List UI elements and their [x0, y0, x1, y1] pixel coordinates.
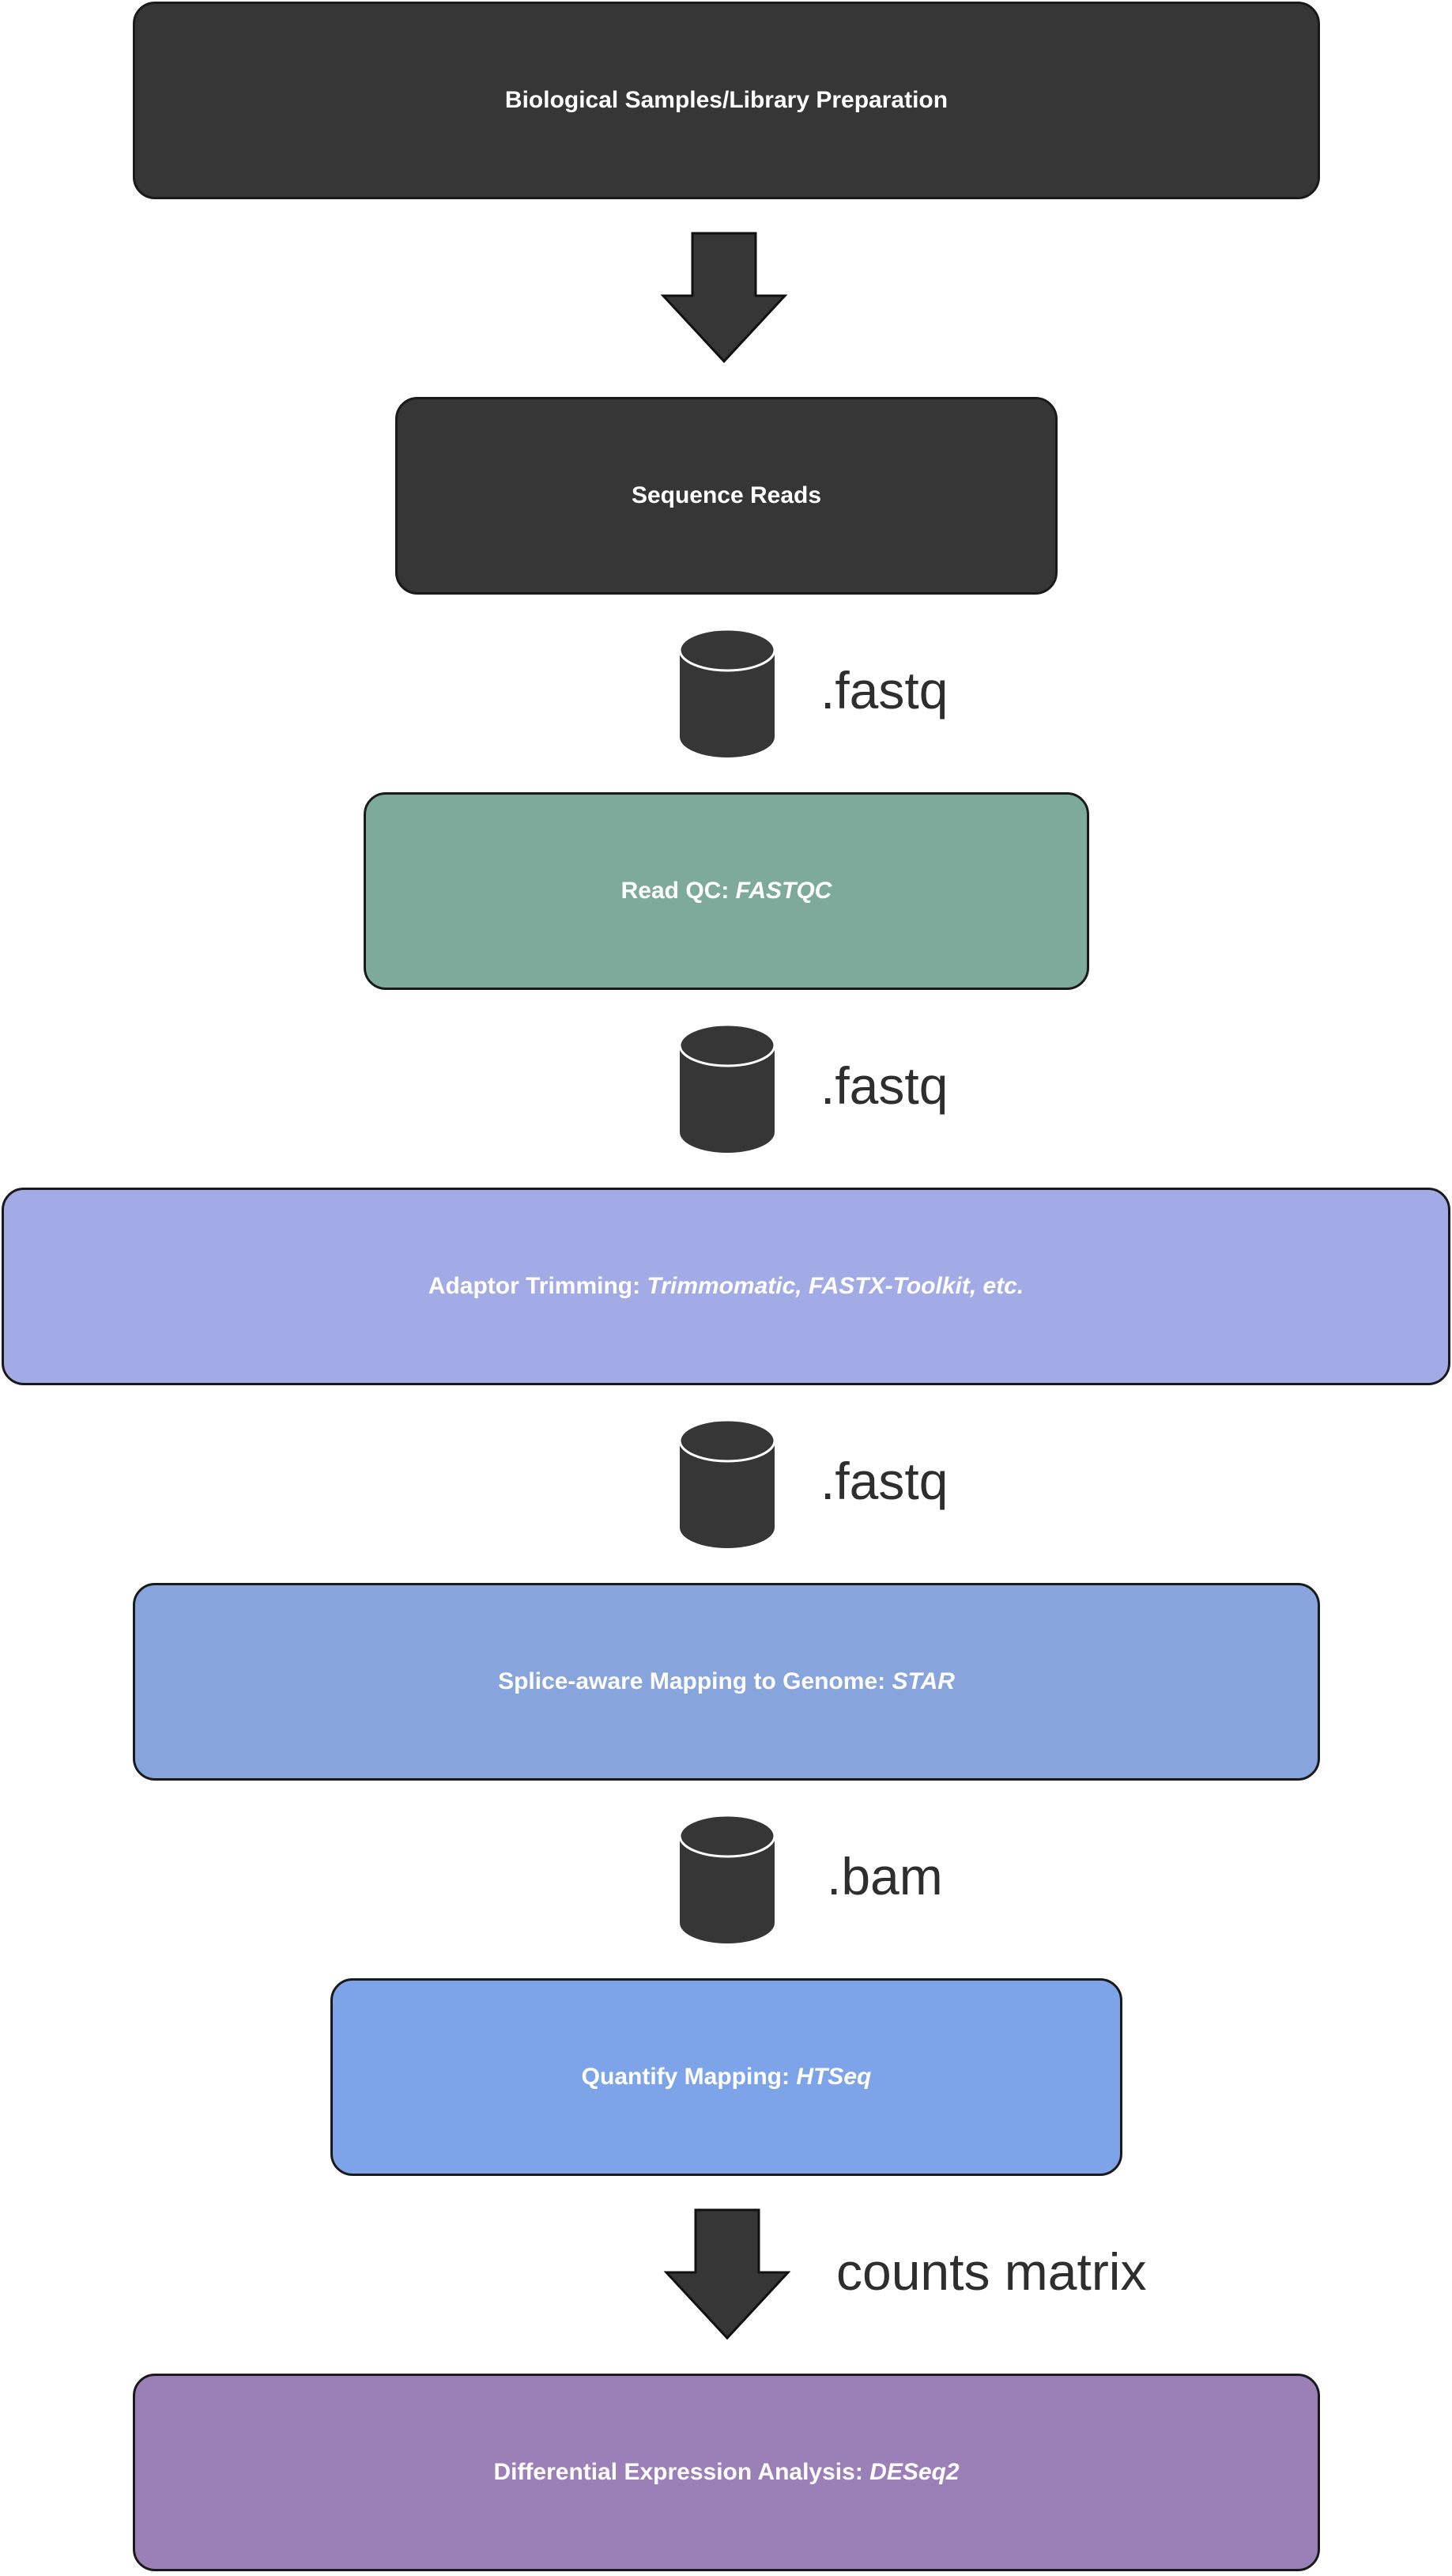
- connector-label-counts-matrix: counts matrix: [836, 2242, 1147, 2301]
- step-adaptor-trimming: Adaptor Trimming: Trimmomatic, FASTX-Too…: [2, 1188, 1450, 1385]
- step-sequence-reads: Sequence Reads: [395, 397, 1058, 595]
- database-icon: [678, 1814, 776, 1943]
- step-adaptor-trimming-label: Adaptor Trimming:: [428, 1273, 647, 1299]
- step-biological-samples: Biological Samples/Library Preparation: [133, 2, 1320, 199]
- database-icon: [678, 1023, 776, 1153]
- step-differential-expression: Differential Expression Analysis: DESeq2: [133, 2374, 1320, 2571]
- step-splice-aware-mapping-label: Splice-aware Mapping to Genome:: [498, 1668, 892, 1694]
- step-quantify-mapping: Quantify Mapping: HTSeq: [330, 1978, 1122, 2176]
- step-splice-aware-mapping-tool: STAR: [892, 1668, 955, 1694]
- step-read-qc-tool: FASTQC: [735, 878, 832, 904]
- step-read-qc-label: Read QC:: [620, 878, 736, 904]
- step-quantify-mapping-label: Quantify Mapping:: [581, 2064, 797, 2090]
- down-arrow-icon: [663, 2208, 791, 2340]
- connector-label-fastq-2: .fastq: [820, 1056, 949, 1115]
- step-differential-expression-tool: DESeq2: [869, 2459, 960, 2485]
- down-arrow-icon: [660, 232, 788, 364]
- connector-label-bam: .bam: [827, 1847, 943, 1906]
- step-sequence-reads-label: Sequence Reads: [631, 482, 822, 508]
- step-differential-expression-label: Differential Expression Analysis:: [493, 2459, 870, 2485]
- step-biological-samples-label: Biological Samples/Library Preparation: [504, 87, 949, 113]
- step-quantify-mapping-tool: HTSeq: [796, 2064, 872, 2090]
- connector-label-fastq-3: .fastq: [820, 1452, 949, 1510]
- connector-label-fastq-1: .fastq: [820, 661, 949, 720]
- step-read-qc: Read QC: FASTQC: [364, 792, 1089, 990]
- step-adaptor-trimming-tool: Trimmomatic, FASTX-Toolkit, etc.: [647, 1273, 1024, 1299]
- database-icon: [678, 628, 776, 757]
- step-splice-aware-mapping: Splice-aware Mapping to Genome: STAR: [133, 1583, 1320, 1781]
- database-icon: [678, 1418, 776, 1548]
